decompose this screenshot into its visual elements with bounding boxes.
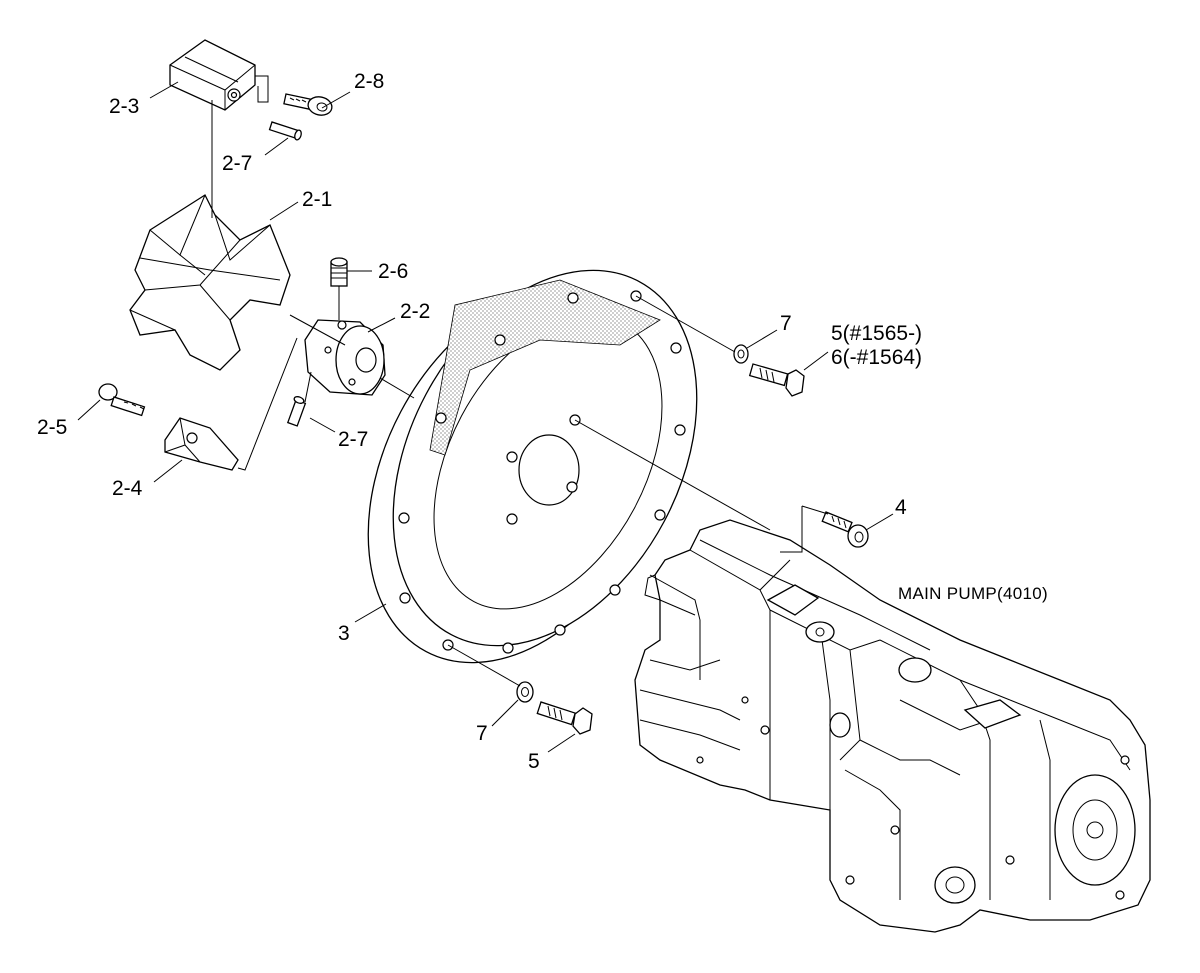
label-2-5: 2-5 [37, 416, 67, 439]
label-7-top: 7 [780, 312, 792, 335]
part-3-flywheel-plate [367, 269, 698, 664]
part-5-6-bolt-top [748, 363, 805, 397]
label-2-1: 2-1 [302, 188, 332, 211]
label-4: 4 [895, 496, 907, 519]
part-2-1-spider [129, 194, 291, 371]
label-2-7-bottom: 2-7 [338, 428, 368, 451]
label-2-2: 2-2 [400, 300, 430, 323]
part-2-7-pin-top [268, 121, 302, 141]
part-2-3-clamp [169, 39, 256, 111]
label-7-bottom: 7 [476, 722, 488, 745]
label-3: 3 [338, 622, 350, 645]
label-2-6: 2-6 [378, 260, 408, 283]
label-5-serial: 5(#1565-) [831, 322, 922, 345]
part-2-5-bolt [98, 383, 146, 417]
part-2-2-hub [304, 319, 386, 396]
assembly-lines [211, 100, 829, 687]
part-2-6-set-screw [330, 257, 348, 287]
part-2-4-wedge [164, 417, 239, 471]
label-2-7-top: 2-7 [222, 152, 252, 175]
part-5-bolt-bottom [536, 701, 593, 735]
part-2-7-pin-bottom [286, 396, 307, 427]
part-7-washer-bottom [516, 681, 534, 703]
part-7-washer-top [733, 344, 749, 364]
part-4-bolt [821, 511, 869, 548]
part-labels: 2-8 2-3 2-7 2-1 2-6 2-2 2-5 2-7 2-4 7 5(… [37, 70, 1048, 773]
part-2-8-bolt [255, 75, 333, 116]
label-2-4: 2-4 [112, 477, 143, 500]
label-2-3: 2-3 [109, 95, 139, 118]
label-5: 5 [528, 750, 540, 773]
label-6-serial: 6(-#1564) [831, 346, 922, 369]
main-pump-assembly [634, 519, 1151, 933]
label-main-pump: MAIN PUMP(4010) [898, 584, 1048, 603]
label-leaders [77, 81, 894, 753]
label-2-8: 2-8 [354, 70, 384, 93]
